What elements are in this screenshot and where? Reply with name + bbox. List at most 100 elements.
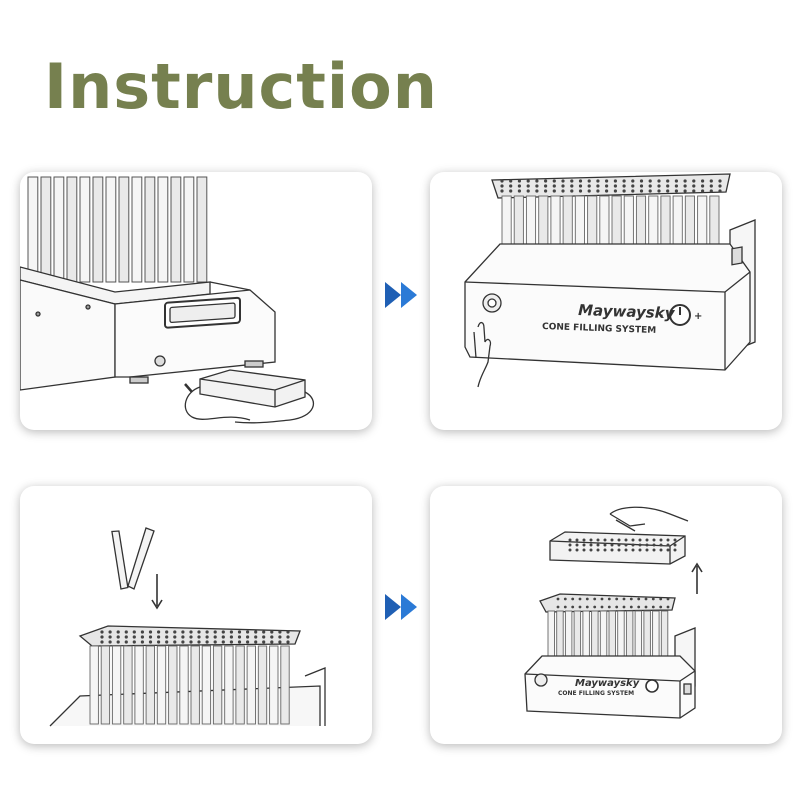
tray-hole xyxy=(205,640,209,644)
tray-hole xyxy=(651,605,655,609)
tray-hole xyxy=(624,538,628,542)
tray-hole xyxy=(575,548,579,552)
cone-tube xyxy=(89,645,99,725)
tray-hole xyxy=(622,597,626,601)
tray-hole xyxy=(552,189,556,193)
tray-hole xyxy=(659,605,663,609)
tray-hole xyxy=(140,630,144,634)
tray-hole xyxy=(517,184,521,188)
tray-hole xyxy=(526,189,530,193)
page-title: Instruction xyxy=(44,50,438,123)
tray-hole xyxy=(254,635,258,639)
tray-hole xyxy=(570,179,574,183)
cone-tube xyxy=(111,645,122,725)
tray-hole xyxy=(124,630,128,634)
tray-hole xyxy=(157,635,161,639)
tray-hole xyxy=(610,548,614,552)
cone-tube xyxy=(100,645,111,725)
tray-hole xyxy=(622,189,626,193)
tray-hole xyxy=(631,543,635,547)
tray-hole xyxy=(181,630,185,634)
tray-hole xyxy=(148,630,153,634)
tray-hole xyxy=(563,605,567,609)
cone-tube xyxy=(235,645,245,725)
tray-hole xyxy=(552,184,556,188)
tray-hole xyxy=(701,189,705,193)
tray-hole xyxy=(659,548,663,552)
tray-hole xyxy=(638,548,642,552)
tray-hole xyxy=(648,184,652,188)
cone-tube xyxy=(246,645,256,725)
tray-hole xyxy=(585,605,589,609)
cone-tube xyxy=(105,176,117,283)
tray-hole xyxy=(652,548,656,552)
tray-hole xyxy=(570,189,574,193)
cone-tube xyxy=(27,176,39,283)
step-4-panel: Maywaysky CONE FILLING SYSTEM xyxy=(430,486,782,744)
tray-hole xyxy=(157,640,161,644)
tray-hole xyxy=(561,179,565,183)
tray-hole xyxy=(673,538,677,542)
cone-tube xyxy=(92,176,104,283)
cone-tube xyxy=(79,176,91,283)
tray-hole xyxy=(509,189,513,193)
tray-hole xyxy=(246,635,250,639)
tray-hole xyxy=(644,597,648,601)
tray-hole xyxy=(645,538,649,542)
tray-hole xyxy=(205,630,209,634)
tray-hole xyxy=(617,538,621,542)
cone-tube xyxy=(196,176,208,283)
tray-hole xyxy=(585,597,589,601)
tray-hole xyxy=(140,635,144,639)
tray-hole xyxy=(683,184,687,188)
cone-tube xyxy=(224,645,234,725)
cone-tube xyxy=(134,645,144,725)
tray-hole xyxy=(237,630,242,634)
tray-hole xyxy=(561,184,565,188)
tray-hole xyxy=(587,179,591,183)
tray-hole xyxy=(132,635,136,639)
tray-hole xyxy=(638,543,642,547)
tray-hole xyxy=(270,640,274,644)
tray-hole xyxy=(637,597,641,601)
tray-hole xyxy=(674,179,678,183)
tray-hole xyxy=(578,597,582,601)
tray-hole xyxy=(659,538,663,542)
tray-hole xyxy=(605,189,609,193)
tray-hole xyxy=(132,640,136,644)
tray-hole xyxy=(578,179,583,183)
tray-hole xyxy=(213,635,217,639)
tray-hole xyxy=(622,605,626,609)
tray-hole xyxy=(100,635,104,639)
dial-minus: - xyxy=(659,310,663,321)
tray-hole xyxy=(124,640,128,644)
tray-hole xyxy=(718,179,722,183)
tray-hole xyxy=(189,640,193,644)
tray-hole xyxy=(593,605,597,609)
tray-hole xyxy=(157,630,161,634)
dial-plus: + xyxy=(694,311,702,322)
tray-hole xyxy=(500,179,504,183)
cone-tube xyxy=(131,176,143,283)
tray-hole xyxy=(673,548,677,552)
tray-hole xyxy=(603,548,607,552)
cone-tube xyxy=(53,176,65,283)
tray-hole xyxy=(197,635,201,639)
tray-hole xyxy=(617,543,621,547)
tray-hole xyxy=(544,184,548,188)
cone-tube xyxy=(190,645,200,725)
tray-hole xyxy=(570,184,574,188)
tray-hole xyxy=(657,179,661,183)
tray-hole xyxy=(535,189,539,193)
tray-hole xyxy=(607,605,611,609)
tray-hole xyxy=(652,538,656,542)
tray-hole xyxy=(701,184,705,188)
cone-tube xyxy=(257,645,268,725)
step-2-illustration: Maywaysky CONE FILLING SYSTEM - + xyxy=(464,173,756,388)
tray-hole xyxy=(607,597,611,601)
tray-hole xyxy=(610,538,614,542)
tray-hole xyxy=(593,597,597,601)
tray-hole xyxy=(571,597,575,601)
tray-hole xyxy=(589,538,593,542)
tray-hole xyxy=(631,184,635,188)
